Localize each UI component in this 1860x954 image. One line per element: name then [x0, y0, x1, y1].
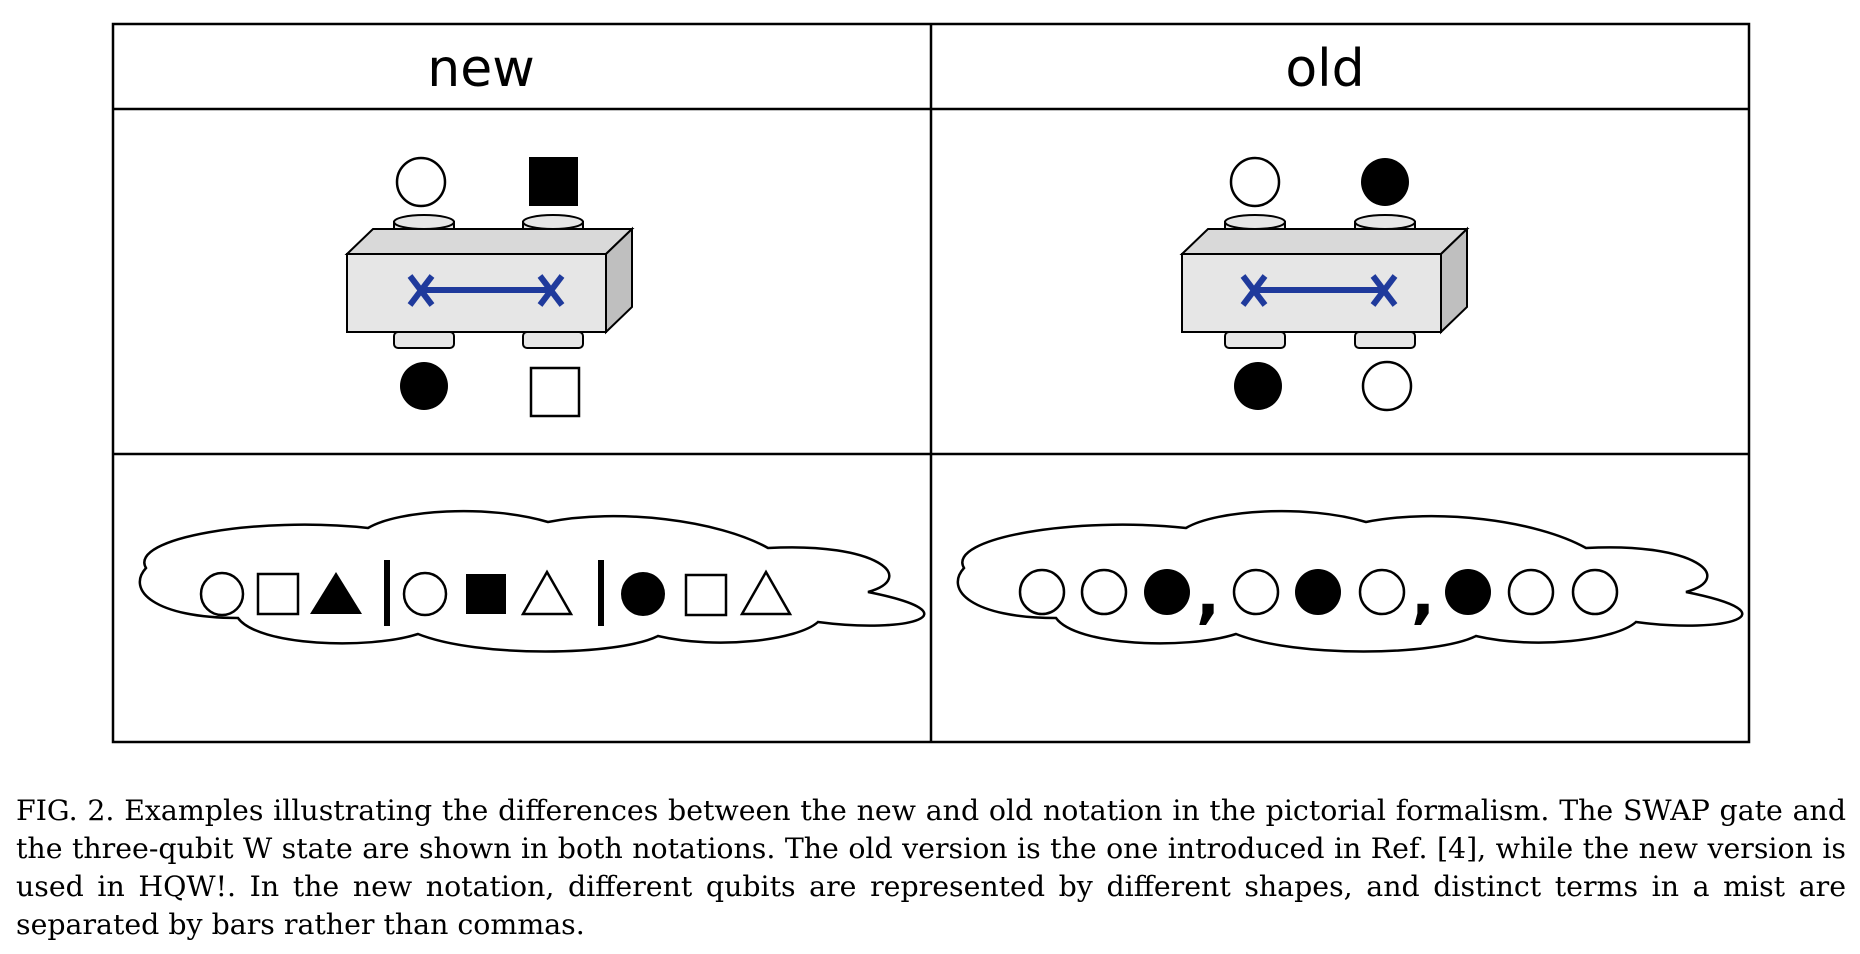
input-open-circle: [395, 156, 447, 208]
comma-separator: ,: [1196, 558, 1220, 632]
input-open-circle: [1229, 156, 1281, 208]
input-filled-circle: [1361, 158, 1409, 206]
w-state-cloud-old: , ,: [956, 509, 1744, 653]
swap-symbol-new: [407, 274, 565, 307]
output-open-circle: [1361, 360, 1413, 412]
comparison-table: [111, 22, 1751, 744]
bar-separator: [598, 560, 604, 626]
output-filled-circle: [400, 362, 448, 410]
header-old: old: [1285, 39, 1364, 99]
swap-gate-new: [344, 214, 635, 349]
swap-symbol-old: [1240, 274, 1398, 307]
figure: new old: [111, 22, 1751, 744]
input-filled-square: [529, 157, 578, 206]
comma-separator: ,: [1411, 558, 1435, 632]
term-2: [402, 569, 574, 617]
term-3: [1445, 568, 1619, 616]
figure-caption: FIG. 2. Examples illustrating the differ…: [16, 794, 1846, 941]
term-1: [1018, 568, 1190, 616]
term-1: [199, 571, 362, 617]
output-open-square: [529, 366, 581, 418]
w-state-cloud-new: [138, 509, 926, 653]
header-new: new: [427, 39, 534, 99]
term-3: [621, 569, 793, 617]
bar-separator: [384, 560, 390, 626]
output-filled-circle: [1234, 362, 1282, 410]
term-2: [1232, 568, 1406, 616]
swap-gate-old: [1179, 214, 1470, 349]
